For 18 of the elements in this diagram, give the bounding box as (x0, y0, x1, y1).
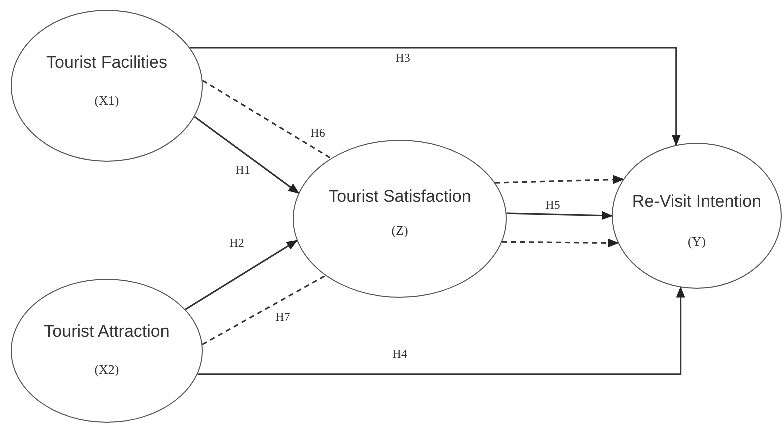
arrow (185, 240, 298, 310)
variable-code: (Z) (390, 223, 410, 239)
variable-code: (X1) (94, 93, 120, 109)
construct-ellipse (11, 10, 203, 162)
construct-name: Re-Visit Intention (631, 192, 763, 212)
arrow (198, 286, 686, 376)
variable-code: (X2) (94, 362, 120, 378)
arrow (495, 175, 625, 184)
arrow (194, 116, 300, 194)
construct-name: Tourist Attraction (43, 322, 171, 342)
construct-name: Tourist Facilities (46, 53, 168, 73)
arrow (506, 211, 614, 220)
construct-ellipse (612, 143, 782, 289)
arrow (190, 47, 681, 146)
variable-code: (Y) (686, 234, 708, 250)
arrow (502, 238, 620, 248)
construct-name: Tourist Satisfaction (328, 187, 472, 207)
construct-ellipse (11, 279, 203, 423)
